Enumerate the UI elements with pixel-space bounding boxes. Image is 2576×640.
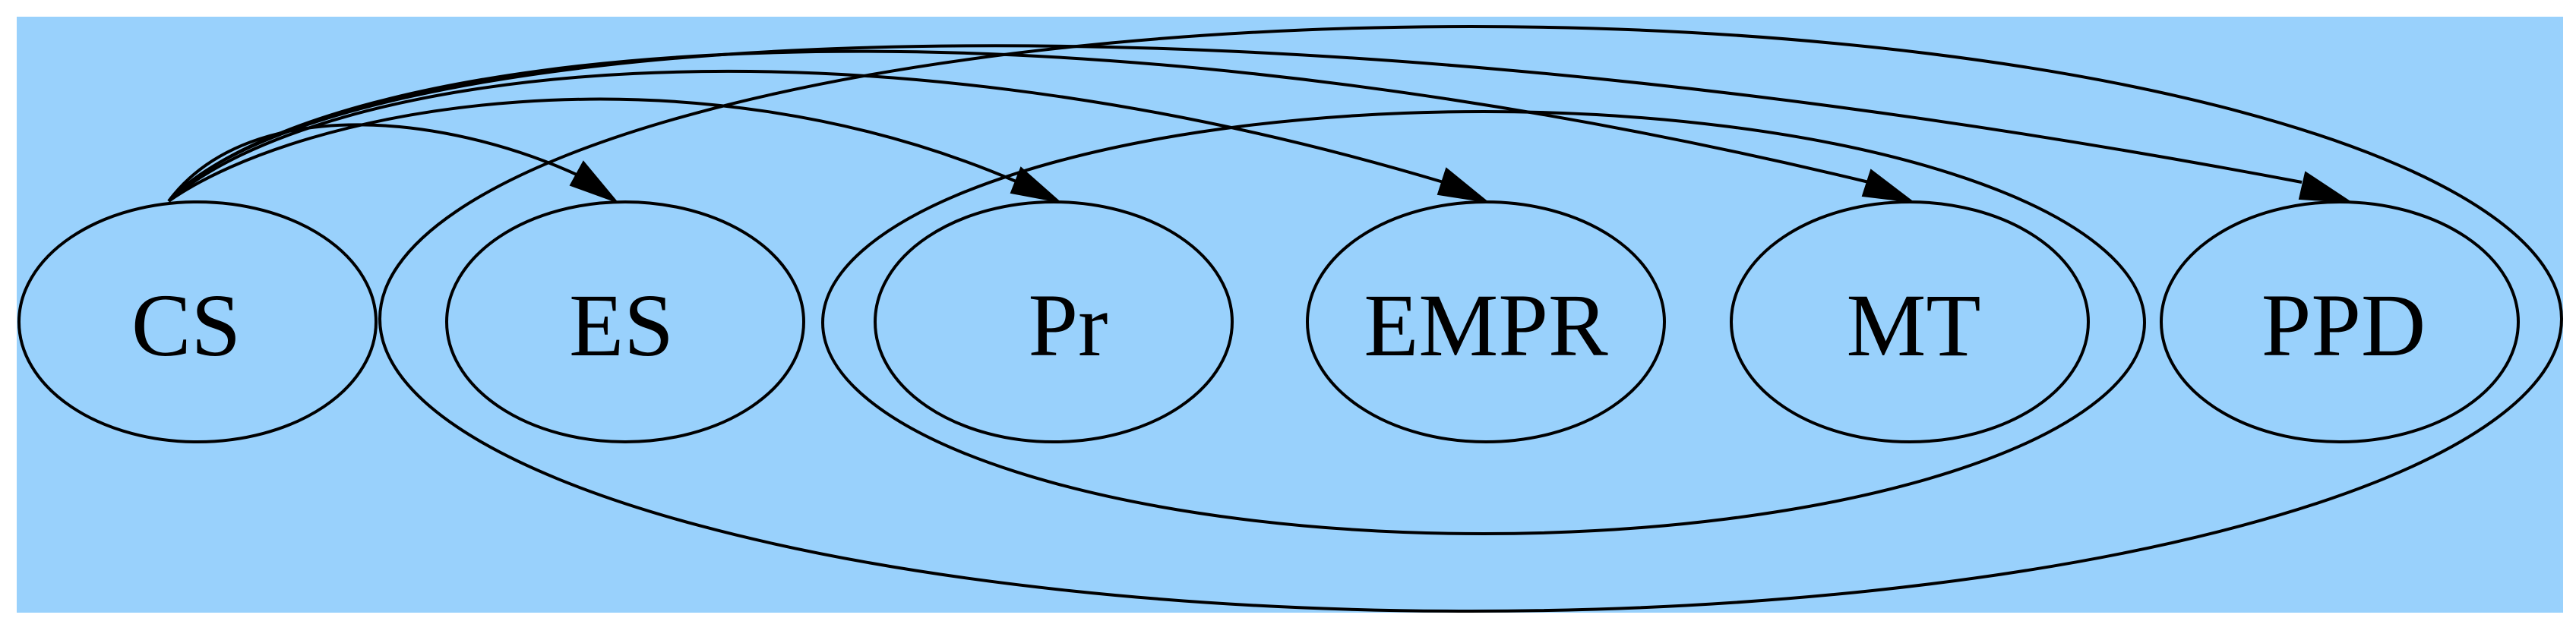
node-cs: CS	[17, 200, 378, 443]
edges	[167, 44, 2353, 204]
diagram-background	[17, 17, 2563, 613]
node-mt: MT	[1730, 200, 2090, 443]
group-outline-inner	[821, 110, 2146, 535]
edge-cs-to-empr	[167, 70, 1444, 203]
node-label-cs: CS	[131, 276, 241, 375]
node-pr: Pr	[874, 200, 1234, 443]
arrowhead-pr	[1010, 166, 1063, 203]
nodes: CS ES Pr EMPR MT PPD	[17, 200, 2520, 443]
edge-cs-to-ppd	[167, 44, 2303, 203]
group-outline-outer	[378, 25, 2563, 613]
node-ppd: PPD	[2160, 200, 2520, 443]
node-label-pr: Pr	[1029, 276, 1108, 375]
node-empr: EMPR	[1306, 200, 1666, 443]
node-label-mt: MT	[1847, 276, 1981, 375]
edge-cs-to-pr	[167, 97, 1019, 203]
node-label-empr: EMPR	[1364, 276, 1608, 375]
arrowhead-mt	[1861, 169, 1916, 203]
node-label-ppd: PPD	[2262, 276, 2426, 375]
arrowhead-ppd	[2298, 171, 2353, 203]
group-outlines	[378, 25, 2563, 613]
node-label-es: ES	[569, 276, 674, 375]
node-es: ES	[445, 200, 805, 443]
arrowhead-empr	[1437, 167, 1490, 203]
arrowhead-es	[569, 160, 620, 204]
